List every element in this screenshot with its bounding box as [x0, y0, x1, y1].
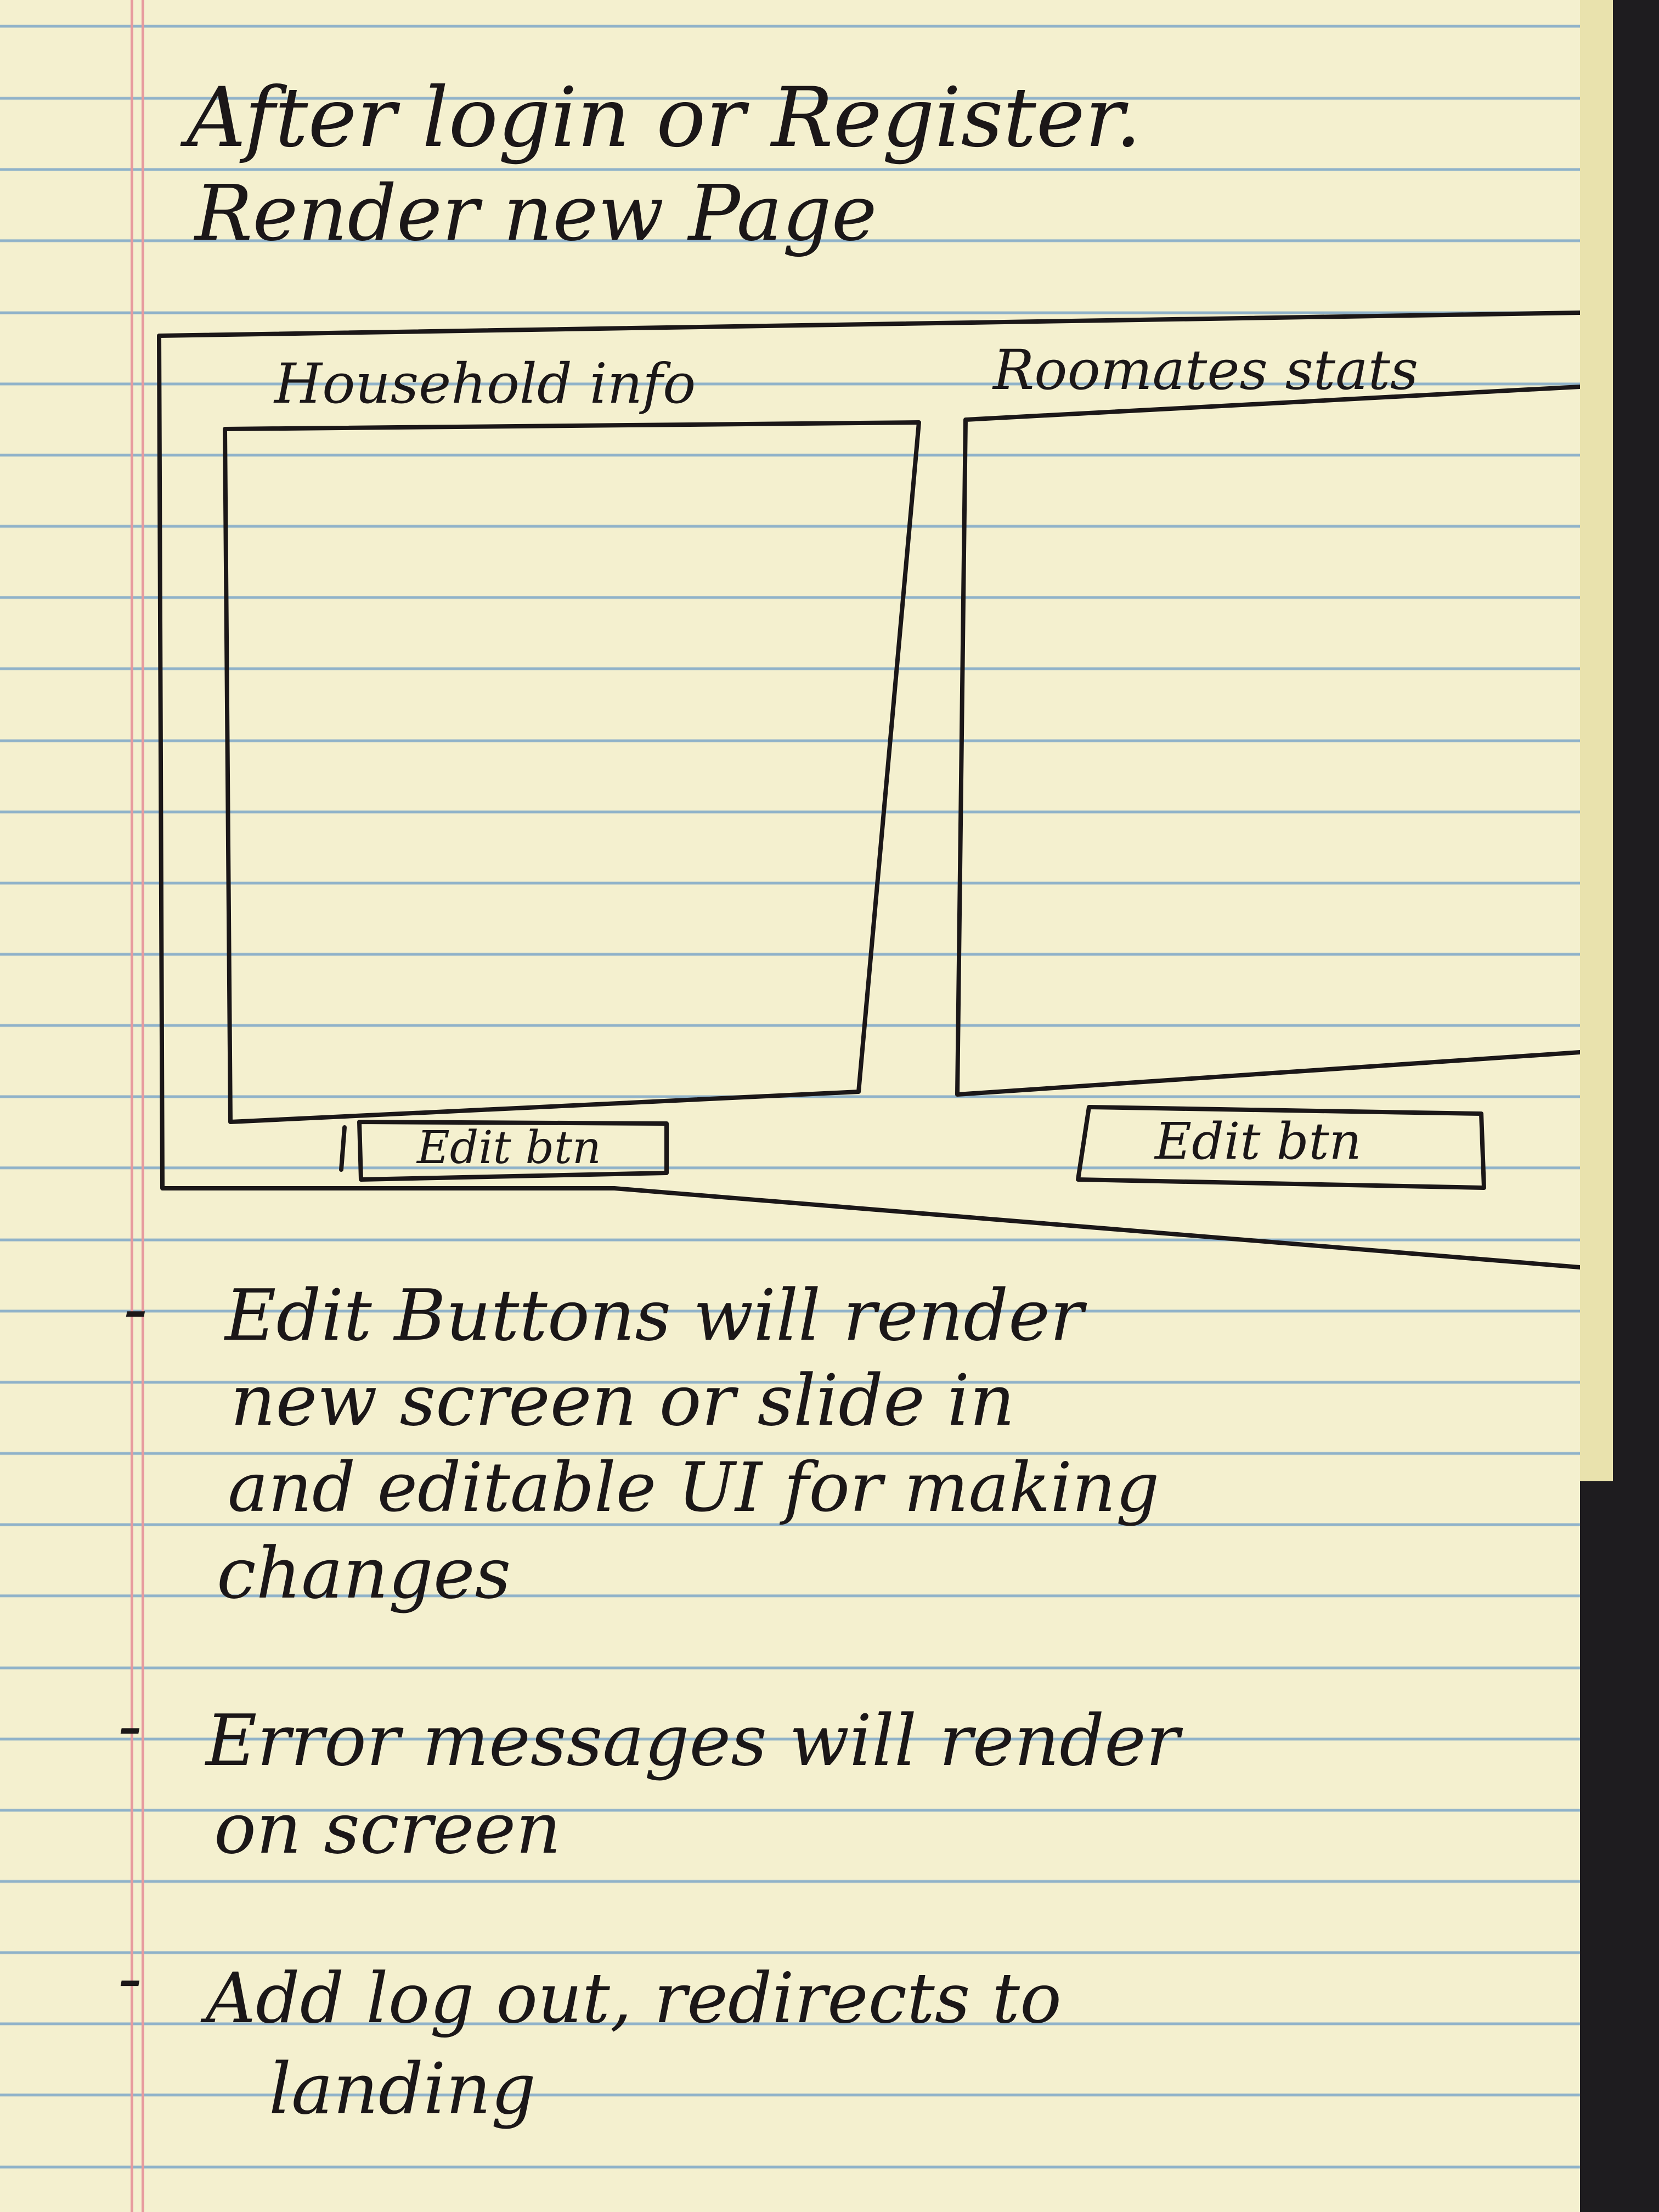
note-dash: -: [118, 1684, 142, 1767]
heading-line-2: Render new Page: [195, 169, 877, 258]
notebook-page: After login or Register. Render new Page…: [0, 0, 1580, 2212]
household-panel-title: Household info: [274, 352, 696, 416]
wireframe-outer-frame: [157, 311, 1580, 1269]
note-2-line-1: Error messages will render: [206, 1700, 1180, 1782]
note-dash: -: [123, 1267, 148, 1350]
roommates-panel-box: [955, 385, 1580, 1097]
margin-line: [131, 0, 133, 2212]
roommates-edit-button: Edit btn: [1155, 1112, 1362, 1171]
margin-line: [142, 0, 144, 2212]
heading-line-1: After login or Register.: [187, 70, 1142, 166]
sketch-tick: [339, 1125, 347, 1172]
household-edit-button-box: [357, 1120, 669, 1182]
note-1-line-4: changes: [217, 1533, 511, 1615]
wireframe-sketch: [157, 311, 1580, 1269]
household-panel-box: [223, 420, 921, 1124]
note-3-line-2: landing: [269, 2049, 536, 2130]
note-3-line-1: Add log out, redirects to: [206, 1958, 1062, 2039]
note-1-line-1: Edit Buttons will render: [225, 1275, 1084, 1357]
note-1-line-2: new screen or slide in: [230, 1360, 1015, 1442]
household-edit-button: Edit btn: [417, 1122, 601, 1174]
note-2-line-2: on screen: [214, 1788, 561, 1870]
note-1-line-3: and editable UI for making: [228, 1448, 1160, 1527]
roommates-edit-button-box: [1076, 1105, 1486, 1190]
note-dash: -: [118, 1936, 142, 2019]
roommates-panel-title: Roomates stats: [993, 338, 1419, 402]
